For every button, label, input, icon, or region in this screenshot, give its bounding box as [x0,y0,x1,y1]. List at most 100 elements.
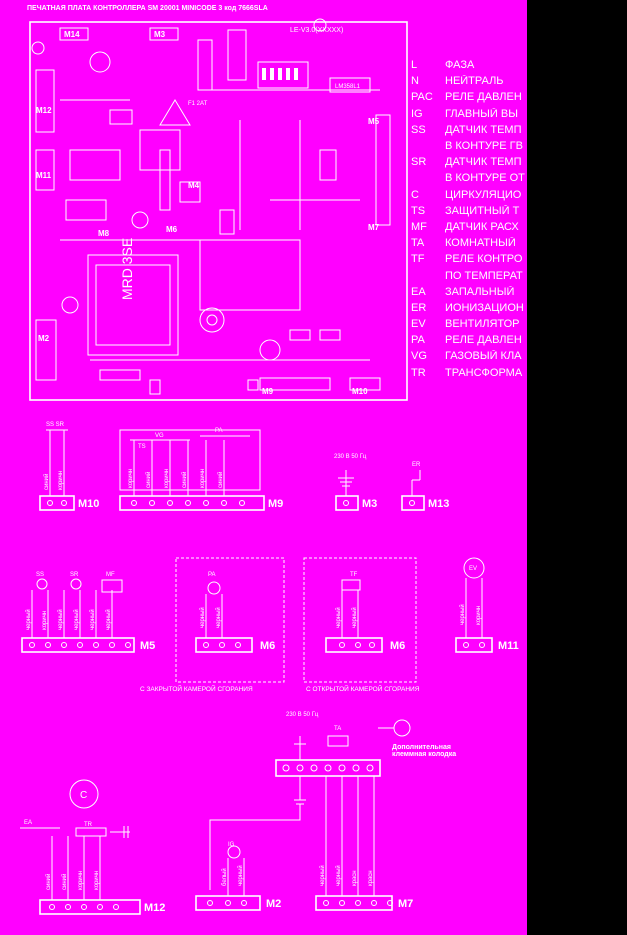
connector-pin [81,904,87,910]
wire-label: коричн [94,871,100,890]
connector-m12 [39,899,141,915]
closed-chamber-caption: С ЗАКРЫТОЙ КАМЕРОЙ СГОРАНИЯ [140,686,253,693]
relay-label: MRD 3SE [119,238,135,300]
legend-code: MF [411,220,427,233]
connector-m11-group: EV черный коричн M11 [455,557,519,653]
legend-description: ПО ТЕМПЕРАТ [445,269,523,282]
legend-description: РЕЛЕ ДАВЛЕН [445,91,522,104]
board-label-m11: M11 [36,171,52,180]
voltage-m3-label: 230 В 50 Гц [334,454,367,460]
connector-pin [185,500,191,506]
chip [329,77,371,93]
wire-label: синий [43,474,50,490]
legend-description: ДАТЧИК ТЕМП [445,156,522,169]
connector-m3-label: M3 [362,498,377,510]
legend-description: ДАТЧИК РАСХ [445,220,519,233]
er-label: ER [412,462,421,468]
relay-block [87,254,179,356]
connector-pin [355,900,361,906]
connector-m6-closed-group: PA черный черный M6 [175,557,285,683]
ss-sr-label: SS SR [46,422,65,428]
legend-code: ER [411,301,427,314]
chip-label: LM358L1 [335,84,361,90]
connector-m6-closed-label: M6 [260,640,275,652]
terminal-pin [310,764,318,772]
connector-m13 [401,495,425,511]
legend-code: PAC [411,91,433,104]
connector-m12-label: M12 [144,902,165,914]
wire-label: коричн [128,469,134,488]
connector-m7-label: M7 [398,898,413,910]
legend-description: ИОНИЗАЦИОН [445,301,524,314]
terminal-block-group: 230 В 50 Гц TA [275,712,411,805]
connector-m10-label: M10 [78,498,99,510]
connector-pin [339,900,345,906]
connector-m13-group: ER M13 [401,462,449,511]
legend-description: В КОНТУРЕ ОТ [445,172,525,185]
connector-m3-group: 230 В 50 Гц M3 [334,454,377,511]
vg-label: VG [155,433,164,439]
board-title: ПЕЧАТНАЯ ПЛАТА КОНТРОЛЛЕРА SM 20001 MINI… [27,5,268,12]
terminal-pin [296,764,304,772]
connector-m2-group: IG белый черный M2 [195,804,301,911]
wire-label: красн [352,870,358,886]
legend-code: C [411,188,419,201]
wire-label: синий [45,874,52,890]
legend-row: EA ЗАПАЛЬНЫЙ [411,284,527,300]
connector-m5 [21,637,135,653]
terminal-pin [282,764,290,772]
board-connector-m10 [349,377,381,391]
c-label: C [80,790,87,801]
board-connector-m12 [35,69,55,133]
connector-pin [387,900,393,906]
wire-label: черный [237,865,244,886]
board-label-m3: M3 [154,30,166,39]
legend-code: TS [411,204,426,217]
legend-code: EA [411,285,426,298]
legend-code: TR [411,366,426,379]
ev-label: EV [469,566,477,572]
connector-m6-open-label: M6 [390,640,405,652]
connector-pin [109,642,115,648]
open-chamber-box [303,557,417,683]
connector-m6-open-group: TF черный черный M6 [303,557,417,683]
tf-label: TF [350,572,358,578]
wire-label: синий [61,874,68,890]
board-label-m9: M9 [262,387,274,396]
legend-description: ЗАПАЛЬНЫЙ [445,285,515,298]
wire-label: черный [25,609,32,630]
legend-row: MF ДАТЧИК РАСХ [411,219,527,235]
legend-row: PAC РЕЛЕ ДАВЛЕН [411,89,527,105]
connector-pin [131,500,137,506]
connector-pin [371,900,377,906]
connector-m9 [119,495,265,511]
board-label-m4: M4 [188,181,200,190]
wire-label: черный [199,607,206,628]
legend-description: ДАТЧИК ТЕМП [445,123,522,136]
mf-label: MF [106,572,115,578]
legend-description: РЕЛЕ ДАВЛЕН [445,334,522,347]
ts-label: TS [138,444,146,450]
connector-pin [65,904,71,910]
wire-label: черный [335,865,342,886]
legend-description: ФАЗА [445,59,475,72]
wire-label: синий [145,472,152,488]
legend-code: N [411,75,419,88]
connector-m10-group: SS SR синий коричн M10 [39,422,99,511]
connector-m7 [315,895,393,911]
wire-label: коричн [42,611,48,630]
ig-label: IG [228,842,235,848]
board-label-m12: M12 [36,106,52,115]
connector-m2 [195,895,261,911]
board-connector-m9 [259,377,331,391]
warning-triangle [159,99,191,126]
legend-code: IG [411,107,423,120]
connector-m9-label: M9 [268,498,283,510]
